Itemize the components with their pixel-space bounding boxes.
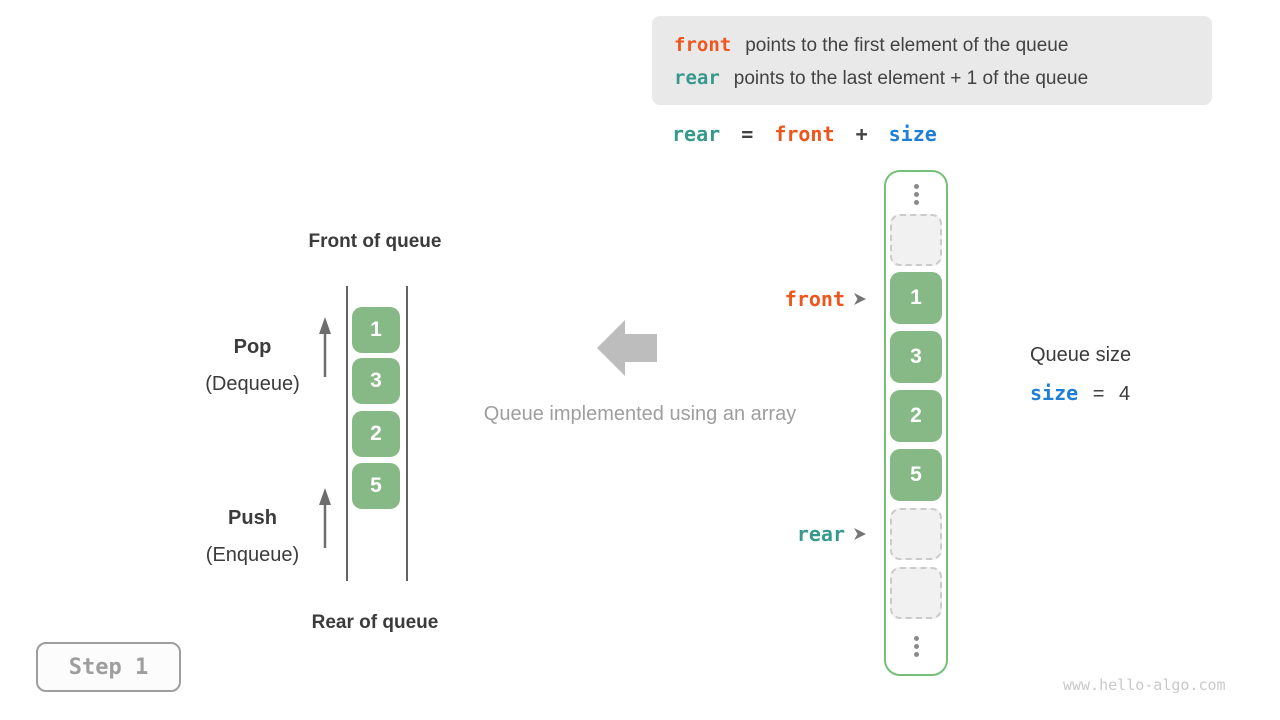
left-block-arrow-icon bbox=[597, 320, 657, 376]
dot bbox=[913, 183, 919, 189]
array-cell: 1 bbox=[890, 272, 942, 324]
enqueue-label: (Enqueue) bbox=[205, 544, 300, 566]
array-cell: 3 bbox=[890, 331, 942, 383]
push-up-arrow-icon bbox=[319, 488, 331, 548]
front-pointer-label: front bbox=[784, 287, 845, 311]
pointer-explanation-box: front points to the first element of the… bbox=[652, 16, 1212, 105]
step-badge: Step 1 bbox=[36, 642, 181, 692]
pop-up-arrow-icon bbox=[319, 317, 331, 377]
implementation-caption: Queue implemented using an array bbox=[483, 403, 797, 425]
front-pointer-arrow-icon bbox=[854, 293, 866, 305]
size-value: 4 bbox=[1118, 383, 1131, 405]
rear-formula: rear = front + size bbox=[672, 122, 937, 146]
queue-element: 2 bbox=[352, 411, 400, 457]
queue-size-title: Queue size bbox=[1030, 344, 1132, 366]
queue-element: 3 bbox=[352, 358, 400, 404]
pop-label: Pop bbox=[233, 336, 272, 358]
rear-explanation-line: rear points to the last element + 1 of t… bbox=[674, 62, 1212, 95]
queue-element: 5 bbox=[352, 463, 400, 509]
formula-size-token: size bbox=[888, 122, 937, 146]
front-explanation-text: points to the first element of the queue bbox=[745, 35, 1069, 56]
rear-of-queue-label: Rear of queue bbox=[311, 612, 439, 633]
front-keyword: front bbox=[674, 34, 732, 56]
size-equals: = bbox=[1092, 383, 1105, 405]
queue-size-equation: size = 4 bbox=[1030, 381, 1130, 406]
formula-plus: + bbox=[855, 122, 868, 146]
dot bbox=[913, 635, 919, 641]
dot bbox=[913, 643, 919, 649]
array-container: 1 3 2 5 bbox=[884, 170, 948, 676]
dot bbox=[913, 651, 919, 657]
array-cell-empty bbox=[890, 214, 942, 266]
array-cell: 5 bbox=[890, 449, 942, 501]
rear-pointer-arrow-icon bbox=[854, 528, 866, 540]
rear-explanation-text: points to the last element + 1 of the qu… bbox=[733, 68, 1089, 89]
ellipsis-bottom-icon bbox=[886, 634, 946, 658]
queue-channel-right-line bbox=[406, 286, 408, 581]
push-label: Push bbox=[228, 507, 277, 529]
queue-element: 1 bbox=[352, 307, 400, 353]
dequeue-label: (Dequeue) bbox=[205, 373, 300, 395]
array-cell-empty-rear bbox=[890, 508, 942, 560]
front-of-queue-label: Front of queue bbox=[308, 231, 442, 252]
queue-channel-left-line bbox=[346, 286, 348, 581]
formula-rear-token: rear bbox=[672, 122, 721, 146]
ellipsis-top-icon bbox=[886, 182, 946, 206]
rear-pointer-label: rear bbox=[796, 522, 845, 546]
dot bbox=[913, 191, 919, 197]
array-cell-empty bbox=[890, 567, 942, 619]
watermark: www.hello-algo.com bbox=[1063, 676, 1226, 694]
formula-front-token: front bbox=[774, 122, 835, 146]
formula-equals: = bbox=[741, 122, 754, 146]
array-cell: 2 bbox=[890, 390, 942, 442]
rear-keyword: rear bbox=[674, 67, 720, 89]
size-variable: size bbox=[1030, 381, 1079, 405]
front-explanation-line: front points to the first element of the… bbox=[674, 29, 1212, 62]
dot bbox=[913, 199, 919, 205]
